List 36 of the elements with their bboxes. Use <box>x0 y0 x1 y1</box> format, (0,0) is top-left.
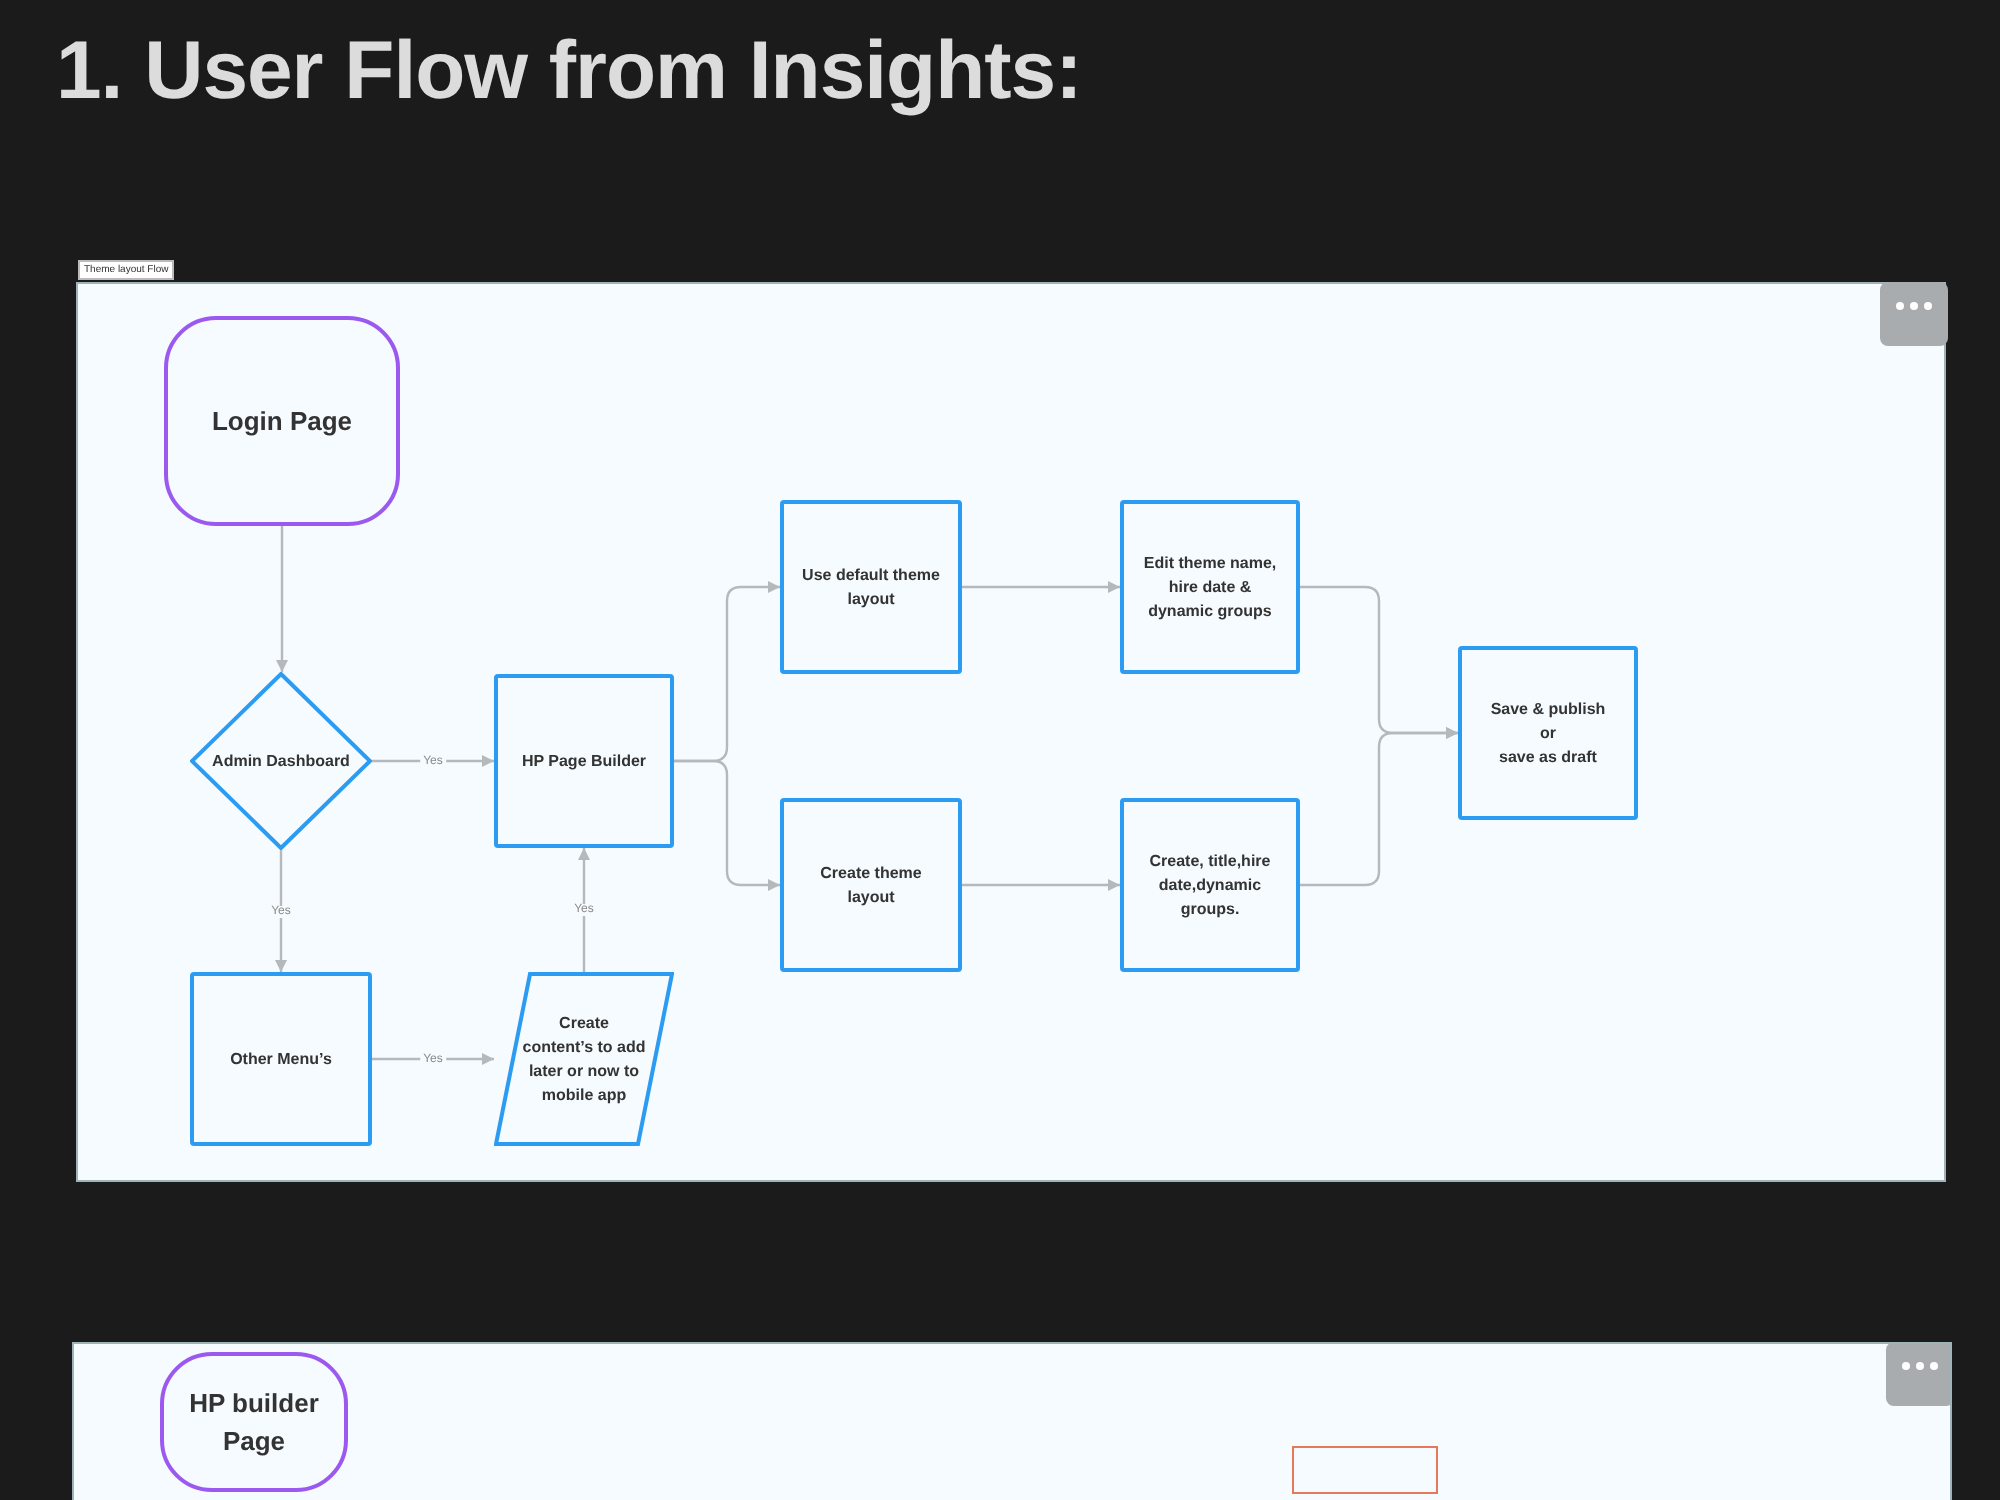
process-box <box>190 972 372 1146</box>
process-box <box>780 500 962 674</box>
node-label: Login Page <box>209 403 355 440</box>
node-label: Create, title,hire date,dynamic groups. <box>1147 849 1273 921</box>
arrow <box>674 759 780 891</box>
arrow <box>962 581 1120 593</box>
node-label: Use default theme layout <box>800 563 942 611</box>
process-box <box>780 798 962 972</box>
node-label: Admin Dashboard <box>210 749 352 773</box>
arrow <box>276 526 288 672</box>
frame-panel <box>72 1342 1952 1500</box>
node-label: Other Menu’s <box>228 1047 334 1071</box>
node-label: or <box>1538 721 1558 745</box>
empty-box <box>1292 1446 1438 1494</box>
process-box <box>1458 646 1638 820</box>
node-label: Create theme layout <box>818 861 924 909</box>
arrow <box>372 1053 494 1065</box>
process-box <box>1120 500 1300 674</box>
process-box <box>494 674 674 848</box>
arrow <box>578 848 590 972</box>
input-parallelogram <box>494 972 674 1146</box>
node-label: HP builder Page <box>187 1385 321 1460</box>
start-box <box>164 316 400 526</box>
node-label: Save & publish <box>1488 697 1608 721</box>
page-title: 1. User Flow from Insights: <box>56 24 1082 118</box>
arrow <box>372 755 494 767</box>
arrow <box>1300 727 1458 887</box>
arrow <box>275 850 287 972</box>
process-box <box>1120 798 1300 972</box>
node-label: Create content’s to add later or now to mobile app <box>520 1011 648 1107</box>
node-label: Edit theme name, hire date & dynamic groups <box>1141 551 1279 623</box>
node-label: HP Page Builder <box>519 749 649 773</box>
start-box <box>160 1352 348 1492</box>
node-label: save as draft <box>1497 745 1599 769</box>
decision-diamond <box>190 672 372 850</box>
arrow <box>962 879 1120 891</box>
